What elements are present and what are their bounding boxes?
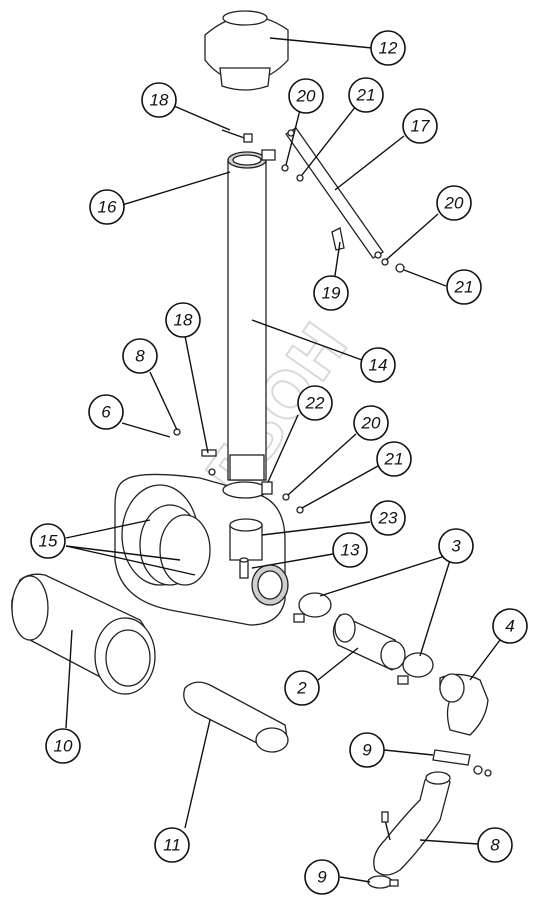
callout-18-mid-label: 18 bbox=[174, 311, 193, 330]
part-14-vertical-pipe bbox=[227, 149, 276, 481]
callout-22: 22 bbox=[297, 385, 333, 421]
callout-6: 6 bbox=[88, 394, 124, 430]
part-13-sensor bbox=[239, 557, 249, 579]
callout-21-low-label: 21 bbox=[384, 450, 404, 469]
callout-8-bottom: 8 bbox=[477, 827, 513, 863]
part-10-large-hose bbox=[11, 573, 156, 695]
callout-10-label: 10 bbox=[54, 737, 73, 756]
callout-21-top: 21 bbox=[348, 77, 384, 113]
callout-2-label: 2 bbox=[296, 679, 307, 698]
part-12-cap bbox=[204, 10, 289, 91]
callout-18-top: 18 bbox=[141, 82, 177, 118]
callout-11-label: 11 bbox=[163, 836, 181, 855]
callout-20-top-label: 20 bbox=[296, 87, 316, 106]
callout-13-label: 13 bbox=[341, 541, 360, 560]
callout-10: 10 bbox=[45, 728, 81, 764]
callout-9-top-label: 9 bbox=[362, 741, 372, 760]
callout-4: 4 bbox=[492, 608, 528, 644]
callout-17: 17 bbox=[402, 108, 438, 144]
part-9-clamp-bottom bbox=[367, 875, 399, 889]
callout-14-label: 14 bbox=[369, 356, 388, 375]
callout-21-top-label: 21 bbox=[356, 86, 376, 105]
callout-9-bottom: 9 bbox=[304, 859, 340, 895]
callout-21-mid: 21 bbox=[446, 269, 482, 305]
leaders bbox=[65, 37, 501, 883]
callout-17-label: 17 bbox=[411, 117, 430, 136]
callout-6-label: 6 bbox=[101, 403, 111, 422]
callout-20-low-label: 20 bbox=[361, 414, 381, 433]
callout-14: 14 bbox=[360, 347, 396, 383]
callout-20-low: 20 bbox=[353, 405, 389, 441]
callout-8-top-label: 8 bbox=[135, 347, 145, 366]
callout-15: 15 bbox=[30, 523, 66, 559]
callout-19: 19 bbox=[313, 275, 349, 311]
left-hardware bbox=[173, 428, 304, 514]
callout-23-label: 23 bbox=[378, 509, 398, 528]
part-17-strap bbox=[285, 127, 384, 259]
callout-9-top: 9 bbox=[349, 732, 385, 768]
part-3-clamps bbox=[293, 592, 434, 685]
callout-18-top-label: 18 bbox=[150, 91, 169, 110]
callout-9-bottom-label: 9 bbox=[317, 868, 327, 887]
callout-3: 3 bbox=[438, 528, 474, 564]
part-23-inlet-elbow bbox=[229, 518, 263, 561]
callout-3-label: 3 bbox=[451, 537, 461, 556]
callout-20-mid-label: 20 bbox=[444, 194, 464, 213]
callout-11: 11 bbox=[154, 827, 190, 863]
callout-20-top: 20 bbox=[288, 78, 324, 114]
callout-16-label: 16 bbox=[98, 198, 117, 217]
part-2-connector bbox=[332, 613, 406, 671]
callout-13: 13 bbox=[332, 532, 368, 568]
part-9-clamp-top bbox=[432, 749, 492, 777]
callout-12-label: 12 bbox=[379, 39, 398, 58]
part-4-elbow bbox=[439, 673, 489, 736]
callout-20-mid: 20 bbox=[436, 185, 472, 221]
callout-4-label: 4 bbox=[505, 617, 514, 636]
callout-2: 2 bbox=[284, 670, 320, 706]
callout-22-label: 22 bbox=[305, 394, 325, 413]
callout-18-mid: 18 bbox=[165, 302, 201, 338]
part-22-clamp bbox=[222, 481, 273, 499]
callout-8-top: 8 bbox=[122, 338, 158, 374]
callout-12: 12 bbox=[370, 30, 406, 66]
part-8-corrugated-hose bbox=[373, 771, 451, 876]
callout-21-mid-label: 21 bbox=[454, 278, 474, 297]
part-18-bolt-top bbox=[221, 129, 253, 143]
callout-19-label: 19 bbox=[322, 284, 341, 303]
callout-16: 16 bbox=[89, 189, 125, 225]
callout-21-low: 21 bbox=[376, 441, 412, 477]
callout-23: 23 bbox=[370, 500, 406, 536]
strap-hardware bbox=[281, 164, 405, 273]
callout-8-bottom-label: 8 bbox=[490, 836, 500, 855]
part-11-straight-hose bbox=[183, 681, 289, 753]
callout-15-label: 15 bbox=[39, 532, 58, 551]
